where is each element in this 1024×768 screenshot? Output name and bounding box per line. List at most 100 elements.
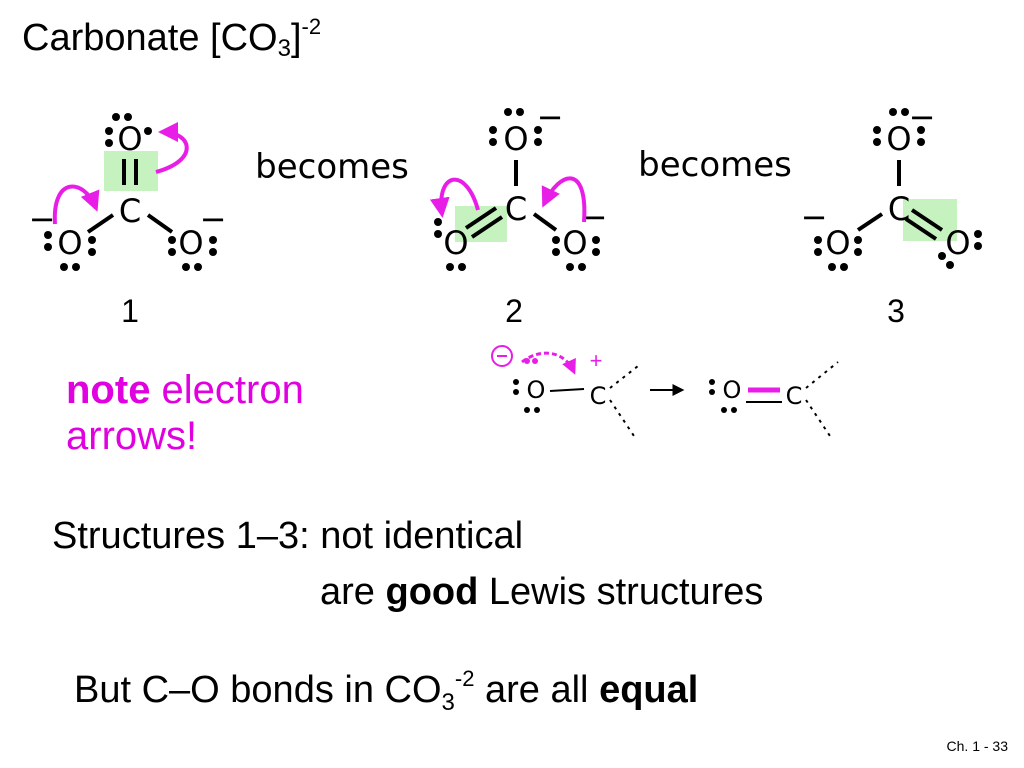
but-superscript: -2 [454,666,475,691]
lone-pair-dot [828,263,836,271]
slide-title: Carbonate [CO3]-2 [22,14,321,63]
note-rest-1: electron [150,368,304,412]
statement-2-pre: are [320,571,386,613]
atom-oxygen: O [945,224,970,262]
note-bold: note [66,368,151,412]
lone-pair-dot [532,358,538,364]
title-superscript: -2 [301,14,322,39]
lone-pair-dot [124,113,132,121]
atom-carbon: C [786,382,803,410]
minus-charge: − [909,98,936,136]
lone-pair-dot [552,236,560,244]
lone-pair-dot [44,231,52,239]
lone-pair-dot [516,108,524,116]
title-subscript: 3 [277,35,291,62]
lone-pair-dot [434,218,442,226]
lone-pair-dot [105,139,113,147]
double-bond-line [464,206,498,230]
structure-2: O − C O O − 2 [429,98,607,329]
lone-pair-dot [112,113,120,121]
lone-pair-dot [709,379,715,385]
slide-number: Ch. 1 - 33 [946,738,1008,754]
lone-pair-dot [489,126,497,134]
atom-oxygen: O [527,376,546,404]
lone-pair-dot [88,236,96,244]
but-subscript: 3 [441,689,455,716]
atom-oxygen: O [503,120,528,158]
becomes-label-1: becomes [255,147,409,187]
lone-pair-dot [524,358,530,364]
lone-pair-dot [814,236,822,244]
becomes-label-2: becomes [638,145,792,185]
lone-pair-dot [194,263,202,271]
atom-carbon: C [119,192,141,230]
lone-pair-dot [592,236,600,244]
electron-arrow [541,176,587,223]
lone-pair-dot [513,389,519,395]
lone-pair-dot [72,263,80,271]
lone-pair-dot [513,379,519,385]
dashed-bond [609,399,635,437]
lone-pair-dot [552,248,560,256]
double-bond-highlight [104,151,158,191]
lone-pair-dot [974,242,982,250]
statement-not-identical: Structures 1–3: not identical [52,515,524,557]
lone-pair-dot [504,108,512,116]
statement-2-post: Lewis structures [478,571,764,613]
lone-pair-dot [814,248,822,256]
title-main: Carbonate [CO [22,17,278,59]
lone-pair-dot [578,263,586,271]
lone-pair-dot [534,138,542,146]
lone-pair-dot [434,230,442,238]
lone-pair-dot [524,407,530,413]
double-bond-line [470,215,504,239]
lone-pair-dot [721,407,727,413]
positive-charge: + [590,348,603,373]
electron-arrow [429,177,480,218]
dashed-bond [805,361,839,389]
structure-label-3: 3 [887,293,905,329]
lone-pair-dot [854,248,862,256]
lone-pair-dot [840,263,848,271]
lone-pair-dot [938,252,946,260]
dashed-bond [609,365,639,389]
lone-pair-dot [60,263,68,271]
structure-label-2: 2 [505,293,523,329]
minus-charge: − [29,200,56,238]
mechanism-illustration: + O C O C [491,345,839,437]
structure-1: O C O − O − 1 [29,113,226,329]
lone-pair-dot [489,138,497,146]
atom-oxygen: O [825,224,850,262]
lone-pair-dot [209,236,217,244]
lone-pair-dot [592,248,600,256]
lone-pair-dot [144,127,152,135]
double-bond-highlight [455,206,507,242]
statement-bonds-equal: But C–O bonds in CO3-2 are all equal [74,666,698,717]
atom-oxygen: O [57,224,82,262]
atom-carbon: C [888,190,910,228]
electron-arrow [155,122,189,174]
but-pre: But C–O bonds in CO [74,669,442,711]
electron-arrow [52,184,100,225]
dashed-bond [805,399,831,437]
lone-pair-dot [873,138,881,146]
title-close: ] [290,17,302,59]
lone-pair-dot [105,127,113,135]
electron-arrow [521,351,576,375]
lone-pair-dot [854,236,862,244]
atom-carbon: C [590,382,607,410]
lone-pair-dot [873,126,881,134]
lone-pair-dot [209,248,217,256]
atom-oxygen: O [886,120,911,158]
lone-pair-dot [731,407,737,413]
double-bond-line [904,217,938,241]
but-bold: equal [599,669,699,711]
atom-oxygen: O [562,224,587,262]
structure-label-1: 1 [121,293,139,329]
lone-pair-dot [889,108,897,116]
atom-oxygen: O [178,224,203,262]
lone-pair-dot [168,248,176,256]
but-mid: are all [474,669,600,711]
